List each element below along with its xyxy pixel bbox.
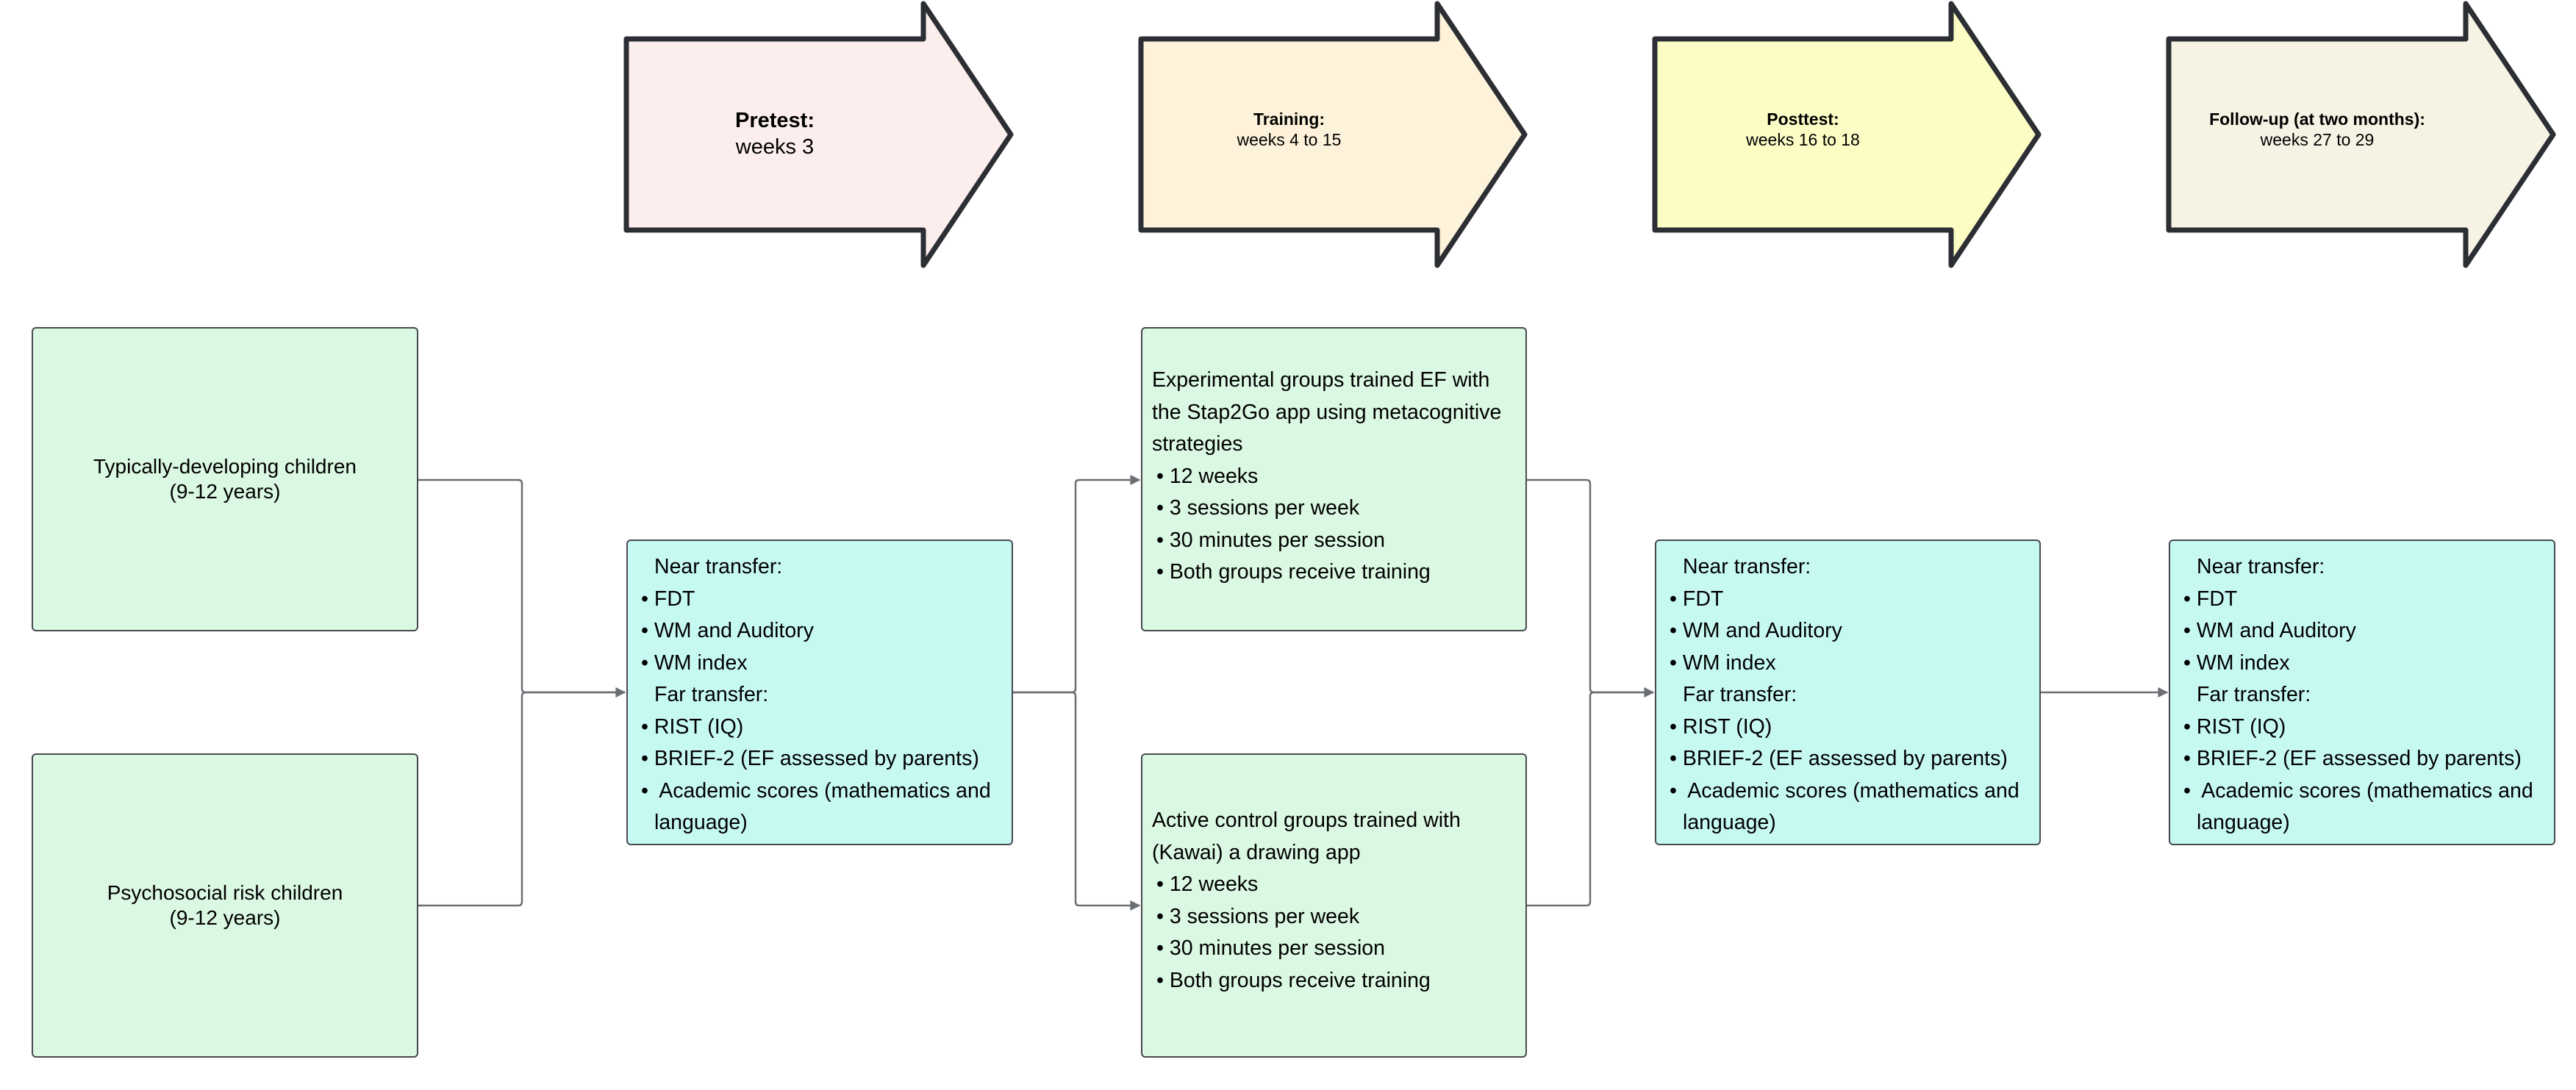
phase-title: Follow-up (at two months): [2209,110,2425,129]
connector-pretest-to-control [1013,691,1141,911]
training-box-experimental: Experimental groups trained EF with the … [1141,327,1527,631]
group-age: (9-12 years) [169,480,281,503]
list-item: • Both groups receive training [1156,560,1431,584]
list-item: • BRIEF-2 (EF assessed by parents) [641,747,979,770]
list-item: • WM index [1670,650,1776,675]
phase-label-pretest: Pretest: weeks 3 [626,107,923,160]
phase-subtitle: weeks 4 to 15 [1237,130,1342,149]
list-item: • RIST (IQ) [2183,714,2286,739]
phase-subtitle: weeks 27 to 29 [2260,130,2375,149]
far-transfer-heading: Far transfer: [1683,683,1797,706]
connector-pretest-to-experimental [1013,475,1141,694]
list-item: • WM index [2183,650,2290,675]
far-transfer-heading: Far transfer: [2197,683,2311,706]
phase-label-posttest: Posttest: weeks 16 to 18 [1655,109,1951,150]
near-transfer-heading: Near transfer: [2197,555,2325,578]
list-item: • FDT [2183,587,2238,611]
phase-subtitle: weeks 16 to 18 [1746,130,1860,149]
phase-title: Training: [1253,110,1325,129]
list-item: • FDT [1670,587,1724,611]
list-item: • WM and Auditory [1670,619,1842,642]
list-item: • 12 weeks [1156,464,1259,488]
phase-title: Pretest: [735,109,815,132]
list-item: • BRIEF-2 (EF assessed by parents) [2183,747,2522,770]
connector-risk-to-pretest [418,691,625,907]
list-item: • Academic scores (mathematics and [641,778,991,803]
training-description: (Kawai) a drawing app [1152,840,1361,864]
near-transfer-heading: Near transfer: [654,555,783,578]
list-item: • WM and Auditory [2183,619,2356,642]
training-box-control: Active control groups trained with (Kawa… [1141,753,1527,1058]
phase-label-followup: Follow-up (at two months): weeks 27 to 2… [2169,109,2466,150]
list-item: • WM and Auditory [641,619,814,642]
phase-title: Posttest: [1767,110,1839,129]
list-item: • Academic scores (mathematics and [1670,778,2019,803]
list-item-continuation: language) [2197,811,2290,834]
connector-control-to-posttest [1527,691,1653,907]
training-description: strategies [1152,432,1243,456]
assessment-box-followup: Near transfer: • FDT • WM and Auditory •… [2169,539,2555,845]
phase-arrow-followup [2166,1,2556,268]
list-item-continuation: language) [1683,811,1776,834]
list-item: • Both groups receive training [1156,968,1431,992]
list-item: • 3 sessions per week [1156,496,1360,520]
training-description: Experimental groups trained EF with [1152,368,1490,392]
list-item: • 12 weeks [1156,872,1259,896]
list-item: • 3 sessions per week [1156,904,1360,928]
assessment-box-posttest: Near transfer: • FDT • WM and Auditory •… [1655,539,2041,845]
group-age: (9-12 years) [169,906,281,929]
group-box-typical: Typically-developing children (9-12 year… [32,327,418,631]
phase-arrow-pretest [623,1,1014,268]
training-description: the Stap2Go app using metacognitive [1152,400,1502,424]
group-label: Psychosocial risk children [107,881,343,904]
list-item: • Academic scores (mathematics and [2183,778,2533,803]
list-item: • FDT [641,587,695,611]
list-item: • WM index [641,650,748,675]
group-label: Typically-developing children [93,455,357,478]
assessment-box-pretest: Near transfer: • FDT • WM and Auditory •… [626,539,1013,845]
phase-label-training: Training: weeks 4 to 15 [1141,109,1437,150]
connector-experimental-to-posttest [1527,478,1655,698]
phase-subtitle: weeks 3 [735,135,815,159]
list-item: • 30 minutes per session [1156,936,1385,960]
far-transfer-heading: Far transfer: [654,683,769,706]
group-box-risk: Psychosocial risk children (9-12 years) [32,753,418,1058]
list-item: • RIST (IQ) [1670,714,1772,739]
near-transfer-heading: Near transfer: [1683,555,1811,578]
list-item: • 30 minutes per session [1156,528,1385,552]
phase-arrow-training [1138,1,1528,268]
list-item-continuation: language) [654,811,748,834]
list-item: • RIST (IQ) [641,714,744,739]
list-item: • BRIEF-2 (EF assessed by parents) [1670,747,2008,770]
training-description: Active control groups trained with [1152,808,1461,832]
phase-arrow-posttest [1652,1,2042,268]
connector-typical-to-pretest [418,478,626,698]
